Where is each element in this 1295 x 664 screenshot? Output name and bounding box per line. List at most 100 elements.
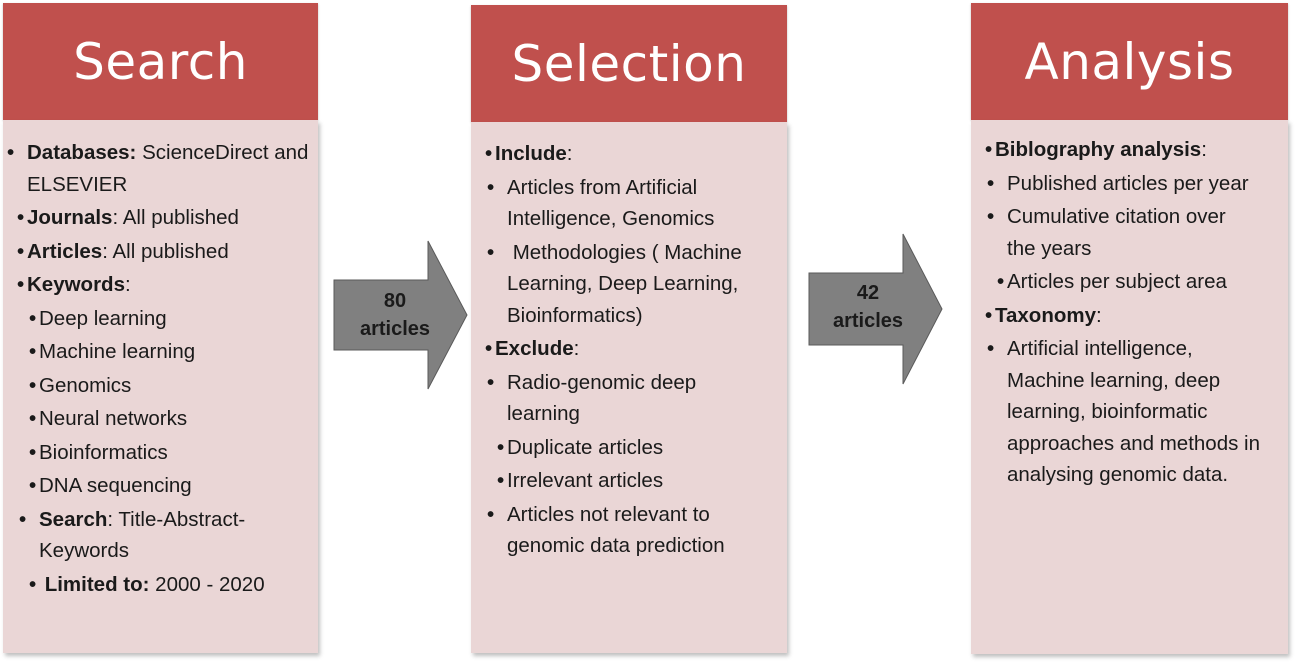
keyword-text: Machine learning — [39, 340, 196, 363]
search-fields-label: Search — [39, 507, 108, 531]
exclude-item: •Irrelevant articles — [485, 465, 777, 497]
journals-label: Journals — [27, 206, 113, 229]
exclude-heading: •Exclude: — [485, 333, 777, 365]
journals-value: : All published — [112, 206, 239, 229]
bullet-icon: • — [29, 572, 37, 596]
bullet-icon: • — [987, 205, 995, 228]
include-text: Articles from Artificial Intelligence, G… — [507, 175, 715, 231]
biblio-label: Biblography analysis — [995, 138, 1202, 161]
taxonomy-label: Taxonomy — [995, 303, 1096, 327]
exclude-item: •Duplicate articles — [485, 432, 777, 464]
include-label: Include — [495, 142, 567, 165]
search-fields-value: : Title-Abstract-Keywords — [39, 507, 246, 563]
search-header: Search — [3, 3, 318, 120]
taxonomy-item: • Artificial intelligence, Machine learni… — [987, 333, 1275, 491]
include-item: • Methodologies ( Machine Learning, Deep… — [487, 237, 777, 332]
bullet-icon: • — [17, 206, 25, 229]
bullet-icon: • — [17, 273, 25, 296]
right-arrow-icon — [808, 233, 943, 385]
taxonomy-heading: •Taxonomy: — [985, 300, 1280, 332]
biblio-text: Published articles per year — [1007, 171, 1249, 195]
article-unit: articles — [359, 318, 431, 340]
analysis-column: Analysis •Biblography analysis: •Publish… — [971, 3, 1288, 654]
exclude-item: • Articles not relevant to genomic data p… — [487, 499, 782, 562]
article-unit: articles — [832, 310, 904, 332]
databases-item: • Databases: ScienceDirect and ELSEVIER — [7, 137, 317, 200]
bullet-icon: • — [19, 507, 27, 531]
bullet-icon: • — [987, 337, 995, 360]
selection-column: Selection •Include: •Articles from Artif… — [471, 5, 787, 653]
biblio-colon: : — [1201, 138, 1207, 161]
bullet-icon: • — [997, 270, 1005, 293]
taxonomy-colon: : — [1096, 303, 1102, 327]
arrow-80-articles: 80 articles — [333, 240, 469, 390]
biblio-item: • Published articles per year — [987, 168, 1252, 200]
arrow-label: 42 articles — [818, 279, 918, 335]
search-body: • Databases: ScienceDirect and ELSEVIER •… — [3, 120, 318, 653]
analysis-body: •Biblography analysis: •Published articl… — [971, 120, 1288, 654]
search-column: Search • Databases: ScienceDirect and ELS… — [3, 3, 318, 653]
include-heading: •Include: — [485, 138, 777, 170]
exclude-text: Radio-genomic deep learning — [507, 370, 697, 426]
keyword-item: •Bioinformatics — [17, 437, 308, 469]
keyword-text: Deep learning — [39, 306, 167, 330]
biblio-text: Cumulative citation over the years — [1007, 205, 1226, 260]
bullet-icon: • — [485, 142, 493, 165]
bullet-icon: • — [29, 340, 37, 363]
keyword-text: DNA sequencing — [39, 474, 192, 497]
include-colon: : — [566, 142, 573, 165]
exclude-colon: : — [573, 337, 580, 360]
include-text: Methodologies ( Machine Learning, Deep L… — [507, 240, 742, 327]
arrow-42-articles: 42 articles — [808, 233, 944, 385]
limited-item: • Limited to: 2000 - 2020 — [17, 569, 308, 601]
taxonomy-text: Artificial intelligence, Machine learnin… — [1007, 337, 1261, 486]
bullet-icon: • — [497, 469, 505, 492]
article-count: 80 — [383, 290, 407, 312]
bullet-icon: • — [29, 407, 37, 430]
biblio-item: • Cumulative citation over the years — [987, 201, 1237, 264]
bullet-icon: • — [487, 502, 495, 526]
keyword-text: Bioinformatics — [39, 440, 168, 464]
biblio-text: Articles per subject area — [1007, 270, 1227, 293]
articles-item: •Articles: All published — [17, 236, 308, 268]
bullet-icon: • — [497, 435, 505, 459]
bullet-icon: • — [29, 474, 37, 497]
analysis-header: Analysis — [971, 3, 1288, 120]
bullet-icon: • — [487, 370, 495, 394]
articles-value: : All published — [102, 239, 229, 263]
bullet-icon: • — [485, 337, 493, 360]
articles-label: Articles — [27, 239, 103, 263]
limited-value: 2000 - 2020 — [149, 572, 265, 596]
keywords-colon: : — [124, 273, 131, 296]
bullet-icon: • — [487, 175, 495, 199]
limited-label: Limited to: — [44, 572, 150, 596]
exclude-label: Exclude — [495, 337, 574, 360]
keyword-item: •Deep learning — [17, 303, 308, 335]
arrow-label: 80 articles — [345, 287, 445, 343]
selection-body: •Include: •Articles from Artificial Inte… — [471, 122, 787, 653]
bullet-icon: • — [7, 141, 15, 164]
biblio-item: •Articles per subject area — [985, 266, 1280, 298]
bullet-icon: • — [29, 440, 37, 464]
bullet-icon: • — [29, 306, 37, 330]
keyword-item: •Neural networks — [17, 403, 308, 435]
journals-item: •Journals: All published — [17, 202, 308, 234]
bullet-icon: • — [17, 239, 25, 263]
bullet-icon: • — [987, 171, 995, 195]
bullet-icon: • — [985, 138, 993, 161]
databases-value: ScienceDirect and ELSEVIER — [27, 141, 309, 196]
biblio-heading: •Biblography analysis: — [985, 134, 1280, 166]
exclude-text: Articles not relevant to genomic data pr… — [507, 502, 725, 558]
exclude-item: • Radio-genomic deep learning — [487, 367, 747, 430]
keywords-item: •Keywords: — [17, 269, 308, 301]
right-arrow-icon — [333, 240, 468, 390]
bullet-icon: • — [985, 303, 993, 327]
databases-label: Databases: — [27, 141, 137, 164]
keyword-item: •Genomics — [17, 370, 308, 402]
bullet-icon: • — [29, 373, 37, 397]
article-count: 42 — [856, 282, 880, 304]
keyword-text: Neural networks — [39, 407, 188, 430]
keyword-text: Genomics — [39, 373, 132, 397]
keyword-item: •DNA sequencing — [17, 470, 308, 502]
selection-header: Selection — [471, 5, 787, 122]
